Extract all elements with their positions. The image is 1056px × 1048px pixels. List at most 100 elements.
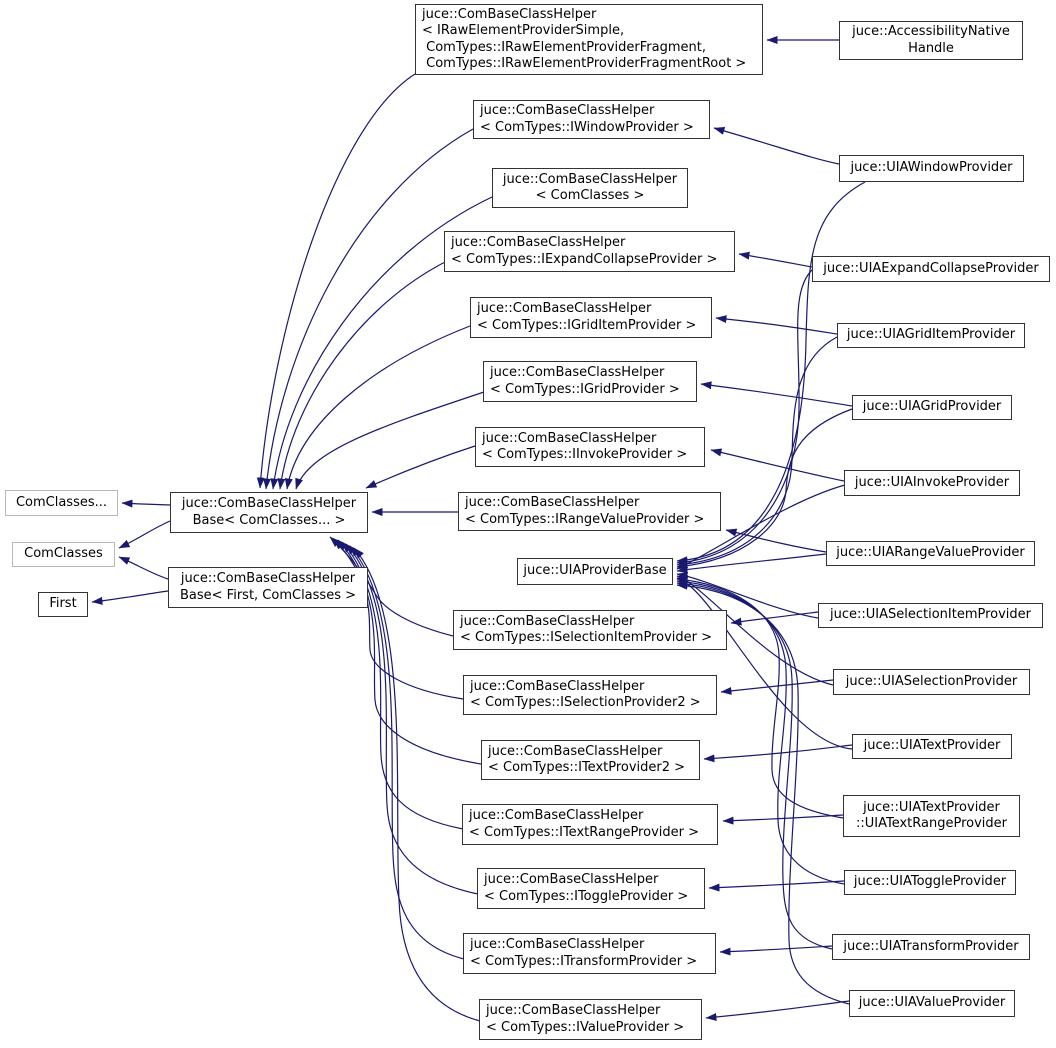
node-uiainvokeprovider[interactable]: juce::UIAInvokeProvider bbox=[844, 470, 1020, 496]
label-line: juce::UIASelectionItemProvider bbox=[829, 607, 1032, 623]
edge-uiatextrange-helper bbox=[722, 814, 844, 825]
label-line: juce::ComBaseClassHelper bbox=[469, 808, 644, 823]
node-helper-invokeprovider[interactable]: juce::ComBaseClassHelper< ComTypes::IInv… bbox=[475, 427, 705, 467]
node-helper-gridprovider[interactable]: juce::ComBaseClassHelper< ComTypes::IGri… bbox=[483, 361, 697, 402]
label-line: juce::UIATextProvider bbox=[863, 738, 1001, 754]
edge-uiatransform-helper bbox=[719, 945, 833, 956]
node-uiawindowprovider[interactable]: juce::UIAWindowProvider bbox=[839, 155, 1024, 182]
node-helper-rawelementprovider[interactable]: juce::ComBaseClassHelper< IRawElementPro… bbox=[415, 4, 763, 75]
node-uiatransformprovider[interactable]: juce::UIATransformProvider bbox=[832, 934, 1030, 960]
edge-helper_griditem-base bbox=[284, 325, 471, 490]
node-uiaexpandcollapseprovider[interactable]: juce::UIAExpandCollapseProvider bbox=[812, 256, 1050, 282]
edge-uiaselectionitem-providerbase bbox=[676, 571, 819, 619]
label-line: < ComTypes::IGridProvider > bbox=[490, 381, 680, 397]
edge-uiagriditem-helper bbox=[715, 315, 838, 335]
node-helper-selectionitemprovider[interactable]: juce::ComBaseClassHelper< ComTypes::ISel… bbox=[453, 610, 727, 650]
edge-uiavalue-helper bbox=[705, 1000, 850, 1021]
label-line: < ComTypes::IToggleProvider > bbox=[484, 888, 689, 904]
node-uiatextrangeprovider[interactable]: juce::UIATextProvider::UIATextRangeProvi… bbox=[843, 795, 1020, 837]
edge-uiagrid-providerbase bbox=[676, 408, 853, 570]
edge-uiagrid-helper bbox=[700, 381, 853, 407]
edge-base-comclasses_ellipsis bbox=[121, 499, 171, 508]
label-line: juce::ComBaseClassHelper bbox=[470, 937, 645, 952]
node-helper-selectionprovider2[interactable]: juce::ComBaseClassHelper< ComTypes::ISel… bbox=[463, 675, 717, 715]
edge-base_first-comclasses bbox=[118, 556, 169, 580]
label-line: < ComClasses > bbox=[535, 188, 645, 203]
label-line: juce::AccessibilityNative bbox=[852, 24, 1010, 39]
node-helper-valueprovider[interactable]: juce::ComBaseClassHelper< ComTypes::IVal… bbox=[479, 999, 702, 1040]
edge-base-comclasses bbox=[118, 520, 171, 549]
edge-uiawindow-helper bbox=[713, 127, 840, 165]
node-helper-comclasses[interactable]: juce::ComBaseClassHelper< ComClasses > bbox=[492, 168, 688, 208]
node-uiaselectionprovider[interactable]: juce::UIASelectionProvider bbox=[833, 669, 1030, 695]
node-helper-textprovider2[interactable]: juce::ComBaseClassHelper< ComTypes::ITex… bbox=[481, 740, 700, 780]
label-line: ComClasses... bbox=[15, 494, 108, 510]
label-line: juce::UIAWindowProvider bbox=[850, 160, 1013, 176]
node-uiavalueprovider[interactable]: juce::UIAValueProvider bbox=[849, 990, 1015, 1017]
edge-uiatext-helper bbox=[703, 744, 853, 763]
node-helper-rangevalueprovider[interactable]: juce::ComBaseClassHelper< ComTypes::IRan… bbox=[458, 492, 721, 531]
label-line: < ComTypes::IWindowProvider > bbox=[480, 119, 694, 135]
label-line: Base< First, ComClasses > bbox=[180, 587, 356, 603]
edge-uiaexpandcollapse-providerbase bbox=[676, 268, 814, 567]
node-helper-textrangeprovider[interactable]: juce::ComBaseClassHelper< ComTypes::ITex… bbox=[462, 804, 718, 845]
node-uiarangevalueprovider[interactable]: juce::UIARangeValueProvider bbox=[826, 541, 1035, 566]
node-first[interactable]: First bbox=[38, 592, 88, 617]
edge-helper_window-base bbox=[263, 128, 474, 490]
label-line: juce::ComBaseClassHelper bbox=[477, 301, 652, 316]
edge-helper_expandcollapse-base bbox=[277, 260, 448, 490]
edge-helper_transform-base bbox=[349, 545, 465, 960]
edge-helper_raw-base bbox=[256, 73, 416, 489]
label-line: juce::ComBaseClassHelper bbox=[488, 743, 663, 759]
node-uiagridprovider[interactable]: juce::UIAGridProvider bbox=[852, 395, 1012, 420]
edge-helper_grid-base bbox=[295, 390, 488, 490]
label-line: juce::ComBaseClassHelper bbox=[482, 430, 657, 446]
node-uiatextprovider[interactable]: juce::UIATextProvider bbox=[852, 734, 1012, 759]
label-line: < ComTypes::IRangeValueProvider > bbox=[465, 511, 705, 527]
node-helper-griditemprovider[interactable]: juce::ComBaseClassHelper< ComTypes::IGri… bbox=[470, 297, 712, 338]
label-line: < IRawElementProviderSimple, bbox=[422, 23, 625, 38]
edge-uiarangevalue-helper bbox=[725, 528, 827, 553]
edge-uiatoggle-helper bbox=[708, 880, 845, 892]
edge-base_first-first bbox=[91, 590, 169, 605]
edge-helper_comclasses-base bbox=[270, 196, 493, 490]
label-line: juce::UIAValueProvider bbox=[858, 995, 1006, 1011]
label-line: juce::UIAGridItemProvider bbox=[846, 327, 1016, 343]
label-line: < ComTypes::ITransformProvider > bbox=[470, 953, 698, 969]
label-line: juce::ComBaseClassHelper bbox=[484, 872, 659, 887]
edge-helper_value-base bbox=[353, 547, 481, 1022]
label-line: juce::UIAInvokeProvider bbox=[854, 474, 1010, 490]
node-comclasses-ellipsis[interactable]: ComClasses... bbox=[5, 490, 118, 516]
label-line: juce::ComBaseClassHelper bbox=[180, 571, 356, 586]
label-line: juce::ComBaseClassHelper bbox=[422, 6, 597, 22]
label-line: juce::ComBaseClassHelper bbox=[490, 365, 665, 380]
label-line: < ComTypes::ISelectionItemProvider > bbox=[460, 630, 712, 645]
node-uiaproviderbase[interactable]: juce::UIAProviderBase bbox=[517, 558, 673, 585]
node-helper-expandcollapseprovider[interactable]: juce::ComBaseClassHelper< ComTypes::IExp… bbox=[444, 231, 735, 272]
edge-uiaselection-helper bbox=[720, 679, 834, 695]
node-comclasses[interactable]: ComClasses bbox=[12, 542, 115, 567]
edge-uiarangevalue-providerbase bbox=[676, 553, 827, 574]
label-line: juce::UIAGridProvider bbox=[862, 399, 1002, 415]
edge-helper_toggle-base bbox=[345, 543, 479, 895]
node-uiaselectionitemprovider[interactable]: juce::UIASelectionItemProvider bbox=[818, 603, 1043, 628]
edge-helper_textrange-base bbox=[341, 541, 464, 830]
label-line: < ComTypes::IExpandCollapseProvider > bbox=[451, 251, 718, 267]
label-line: juce::UIASelectionProvider bbox=[845, 673, 1018, 689]
label-line: < ComTypes::ISelectionProvider2 > bbox=[470, 695, 701, 710]
node-uiatoggleprovider[interactable]: juce::UIAToggleProvider bbox=[844, 870, 1016, 895]
node-helper-windowprovider[interactable]: juce::ComBaseClassHelper< ComTypes::IWin… bbox=[473, 100, 710, 139]
label-line: Base< ComClasses... > bbox=[192, 512, 346, 528]
node-helper-toggleprovider[interactable]: juce::ComBaseClassHelper< ComTypes::ITog… bbox=[477, 868, 705, 909]
edge-uiainvoke-helper bbox=[710, 448, 845, 482]
label-line: juce::UIATransformProvider bbox=[843, 938, 1019, 954]
node-uiagriditemprovider[interactable]: juce::UIAGridItemProvider bbox=[837, 323, 1025, 348]
label-line: < ComTypes::IInvokeProvider > bbox=[482, 447, 688, 462]
node-helper-transformprovider[interactable]: juce::ComBaseClassHelper< ComTypes::ITra… bbox=[463, 933, 716, 974]
label-line: ComClasses bbox=[24, 546, 103, 562]
